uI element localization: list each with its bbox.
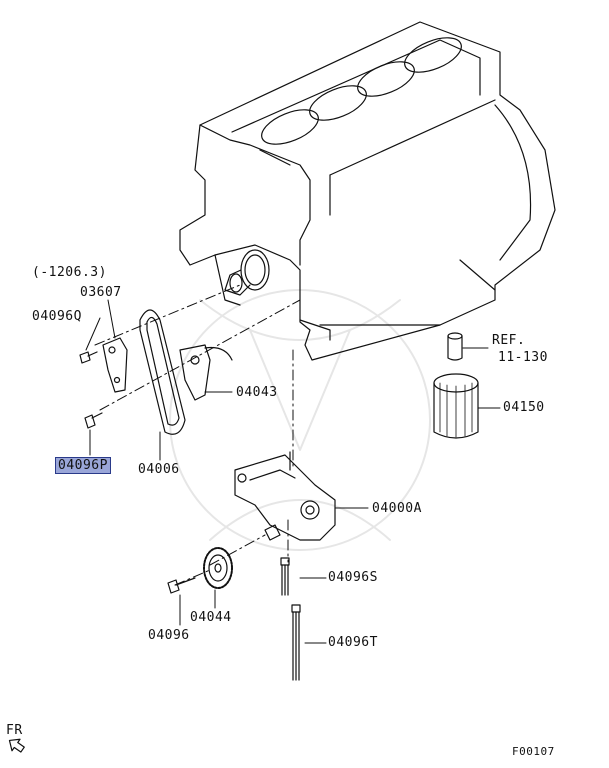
- pump-gear: [203, 547, 233, 589]
- label-serial-note: (-1206.3): [32, 265, 107, 280]
- timing-belt: [139, 309, 186, 435]
- engine-block: [179, 21, 556, 361]
- label-04150[interactable]: 04150: [503, 400, 545, 415]
- label-ref-section[interactable]: 11-130: [498, 350, 548, 365]
- label-04096q[interactable]: 04096Q: [32, 309, 82, 324]
- bolt-04096t: [291, 604, 301, 681]
- ref-cylinder: [447, 332, 463, 361]
- crank-sprocket: [224, 249, 270, 296]
- label-04043[interactable]: 04043: [236, 385, 278, 400]
- front-direction-arrow: [8, 738, 25, 753]
- label-04096t[interactable]: 04096T: [328, 635, 378, 650]
- oil-filter: [433, 373, 479, 439]
- oil-pump: [234, 451, 336, 541]
- bolt-04096: [167, 577, 196, 594]
- bolt-04096q: [79, 351, 98, 364]
- bolt-04096s: [280, 557, 290, 596]
- figure-code: F00107: [512, 745, 555, 758]
- label-front-direction: FR: [6, 723, 23, 738]
- bolt-04096p: [84, 412, 103, 429]
- label-04006[interactable]: 04006: [138, 462, 180, 477]
- label-04096p-highlighted[interactable]: 04096P: [55, 457, 111, 474]
- label-04096[interactable]: 04096: [148, 628, 190, 643]
- label-04000a[interactable]: 04000A: [372, 501, 422, 516]
- label-04096s[interactable]: 04096S: [328, 570, 378, 585]
- label-ref: REF.: [492, 333, 526, 348]
- tensioner-bracket: [102, 337, 128, 393]
- tensioner-04043: [179, 344, 233, 401]
- label-04044[interactable]: 04044: [190, 610, 232, 625]
- label-03607[interactable]: 03607: [80, 285, 122, 300]
